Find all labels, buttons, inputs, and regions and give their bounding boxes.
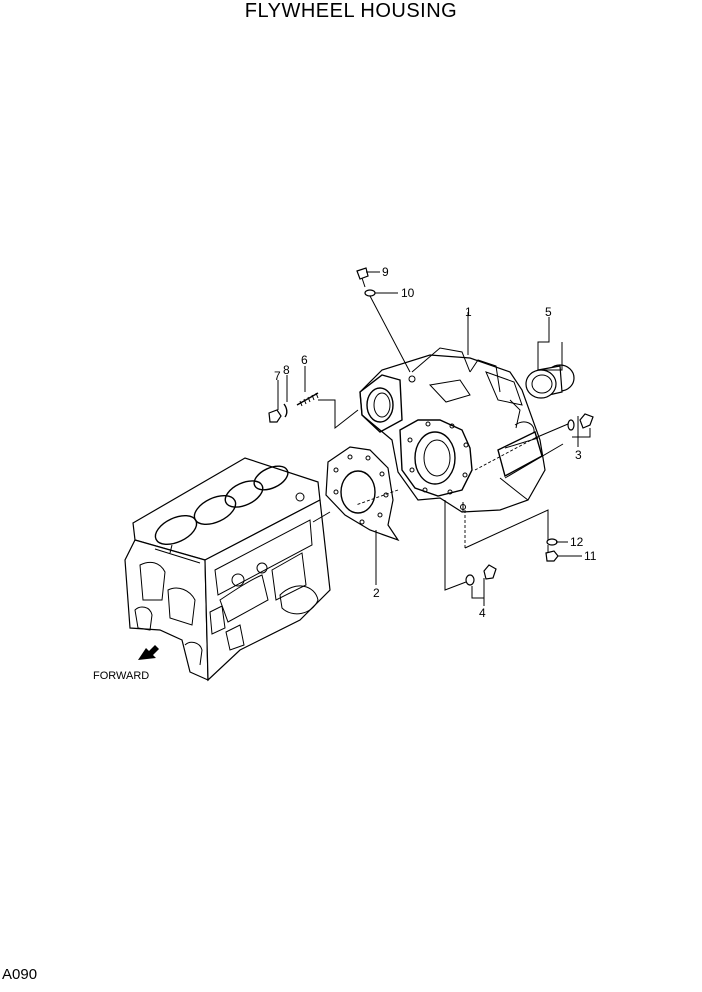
callout-6: 6 bbox=[301, 353, 308, 367]
oil-seal bbox=[525, 364, 575, 399]
callout-3: 3 bbox=[575, 448, 582, 462]
callout-9: 9 bbox=[382, 265, 389, 279]
gasket-plate bbox=[325, 446, 400, 542]
washer-10 bbox=[364, 289, 376, 297]
leader-lines bbox=[277, 271, 591, 606]
callout-8: 8 bbox=[283, 363, 290, 377]
callout-5: 5 bbox=[545, 305, 552, 319]
nut-11 bbox=[545, 550, 559, 562]
callout-7: 7 bbox=[274, 369, 281, 383]
callout-11: 11 bbox=[584, 549, 597, 563]
nut-7 bbox=[268, 409, 282, 423]
callout-10: 10 bbox=[401, 286, 415, 300]
page-code: A090 bbox=[2, 966, 38, 983]
bolt-9 bbox=[356, 267, 369, 288]
washer-8 bbox=[283, 403, 288, 418]
flywheel-housing bbox=[359, 347, 546, 513]
bolt-3 bbox=[567, 413, 594, 431]
forward-label: FORWARD bbox=[93, 670, 149, 682]
callout-1: 1 bbox=[465, 305, 472, 319]
callout-2: 2 bbox=[373, 586, 380, 600]
callout-12: 12 bbox=[570, 535, 584, 549]
bolt-4 bbox=[465, 564, 497, 586]
stud-6 bbox=[296, 392, 319, 407]
forward-arrow-icon bbox=[138, 645, 159, 660]
diagram-title: FLYWHEEL HOUSING bbox=[244, 0, 458, 22]
engine-block bbox=[124, 457, 331, 682]
callout-4: 4 bbox=[479, 606, 486, 620]
